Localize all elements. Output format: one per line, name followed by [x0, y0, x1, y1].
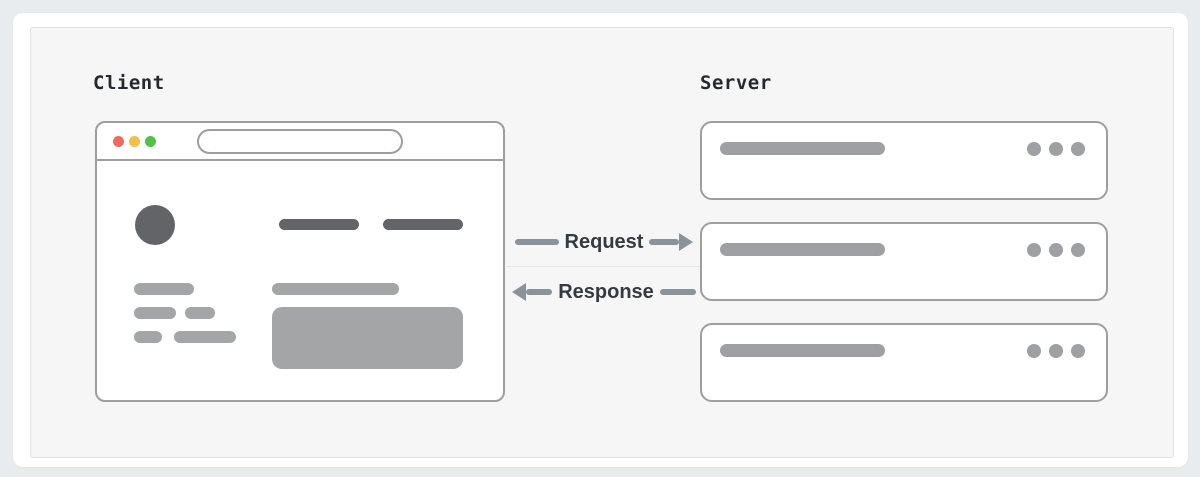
text-placeholder — [174, 331, 236, 343]
request-label: Request — [564, 230, 644, 253]
url-bar — [197, 129, 403, 154]
traffic-lights — [113, 135, 156, 147]
server-label-placeholder — [720, 344, 885, 357]
text-placeholder — [134, 307, 176, 319]
minimize-window-icon — [129, 135, 140, 147]
text-placeholder — [272, 283, 399, 295]
maximize-window-icon — [145, 135, 156, 147]
text-placeholder — [134, 283, 194, 295]
browser-chrome-bar — [97, 123, 503, 161]
response-label: Response — [558, 280, 654, 303]
content-block-placeholder — [272, 307, 463, 369]
avatar-placeholder — [135, 205, 175, 245]
server-node-3 — [700, 323, 1108, 402]
ellipsis-icon — [1027, 142, 1085, 156]
client-label: Client — [93, 72, 165, 94]
server-stack — [700, 121, 1108, 424]
divider-line — [507, 266, 700, 267]
ellipsis-icon — [1027, 243, 1085, 257]
server-label-placeholder — [720, 243, 885, 256]
heading-placeholder-1 — [279, 219, 359, 230]
ellipsis-icon — [1027, 344, 1085, 358]
diagram-card: Client Server — [13, 13, 1188, 467]
close-window-icon — [113, 135, 124, 147]
arrow-left-icon — [512, 283, 553, 301]
server-node-2 — [700, 222, 1108, 301]
response-flow: Response — [506, 280, 702, 304]
heading-placeholder-2 — [383, 219, 463, 230]
text-placeholder — [185, 307, 215, 319]
diagram-panel: Client Server — [30, 27, 1174, 458]
server-node-1 — [700, 121, 1108, 200]
server-label-placeholder — [720, 142, 885, 155]
server-label: Server — [700, 72, 772, 94]
request-flow: Request — [506, 230, 702, 254]
text-placeholder — [134, 331, 162, 343]
client-browser-window — [95, 121, 505, 402]
response-line — [659, 289, 696, 295]
arrow-right-icon — [649, 233, 694, 251]
request-line — [514, 239, 559, 245]
